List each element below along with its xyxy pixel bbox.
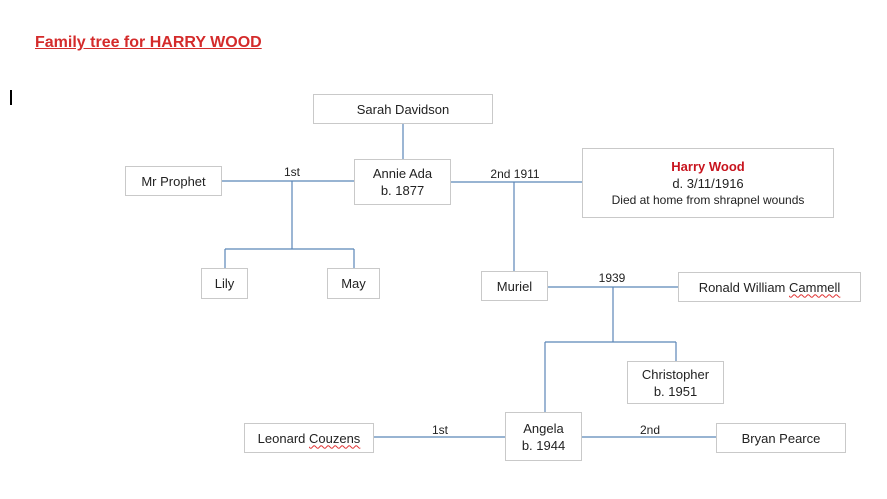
- person-box-bryan-pearce: Bryan Pearce: [716, 423, 846, 453]
- marriage-label-annie-harry: 2nd 1911: [490, 167, 540, 181]
- person-name: Muriel: [496, 278, 533, 294]
- marriage-label-angela-bryan: 2nd: [639, 423, 661, 437]
- person-box-ronald-william-cammell: Ronald William Cammell: [678, 272, 861, 302]
- person-box-muriel: Muriel: [481, 271, 548, 301]
- person-death: d. 3/11/1916: [672, 175, 744, 191]
- person-box-christopher: Christopher b. 1951: [627, 361, 724, 404]
- person-name: Angela: [523, 420, 564, 436]
- person-name: Mr Prophet: [141, 173, 206, 189]
- marriage-label-annie-prophet: 1st: [283, 165, 301, 179]
- person-birth: b. 1877: [380, 183, 425, 198]
- page-title: Family tree for HARRY WOOD: [35, 34, 262, 51]
- person-name-first: Ronald William: [698, 279, 789, 295]
- person-name: Annie Ada: [372, 166, 433, 181]
- person-box-harry-wood: Harry Wood d. 3/11/1916 Died at home fro…: [582, 148, 834, 218]
- person-box-annie-ada: Annie Ada b. 1877: [354, 159, 451, 205]
- person-name: Christopher: [641, 366, 710, 382]
- person-box-angela: Angela b. 1944: [505, 412, 582, 461]
- person-box-mr-prophet: Mr Prophet: [125, 166, 222, 196]
- person-name-surname: Couzens: [309, 430, 361, 446]
- marriage-label-angela-leonard: 1st: [431, 423, 449, 437]
- person-name: Harry Wood: [671, 158, 745, 174]
- person-name: Lily: [214, 276, 235, 291]
- person-note: Died at home from shrapnel wounds: [611, 192, 805, 207]
- person-box-leonard-couzens: Leonard Couzens: [244, 423, 374, 453]
- person-name: Bryan Pearce: [741, 430, 821, 446]
- person-box-lily: Lily: [201, 268, 248, 299]
- text-cursor: [10, 90, 12, 105]
- person-name: Sarah Davidson: [356, 101, 450, 117]
- person-name: May: [341, 276, 366, 291]
- person-box-sarah-davidson: Sarah Davidson: [313, 94, 493, 124]
- person-name-first: Leonard: [257, 430, 309, 446]
- person-name: Ronald William Cammell: [699, 279, 841, 296]
- person-birth: b. 1951: [653, 383, 698, 399]
- person-name: Leonard Couzens: [258, 430, 361, 447]
- person-box-may: May: [327, 268, 380, 299]
- marriage-label-muriel-ronald: 1939: [598, 271, 626, 285]
- person-name-surname: Cammell: [789, 279, 841, 295]
- person-birth: b. 1944: [521, 437, 566, 453]
